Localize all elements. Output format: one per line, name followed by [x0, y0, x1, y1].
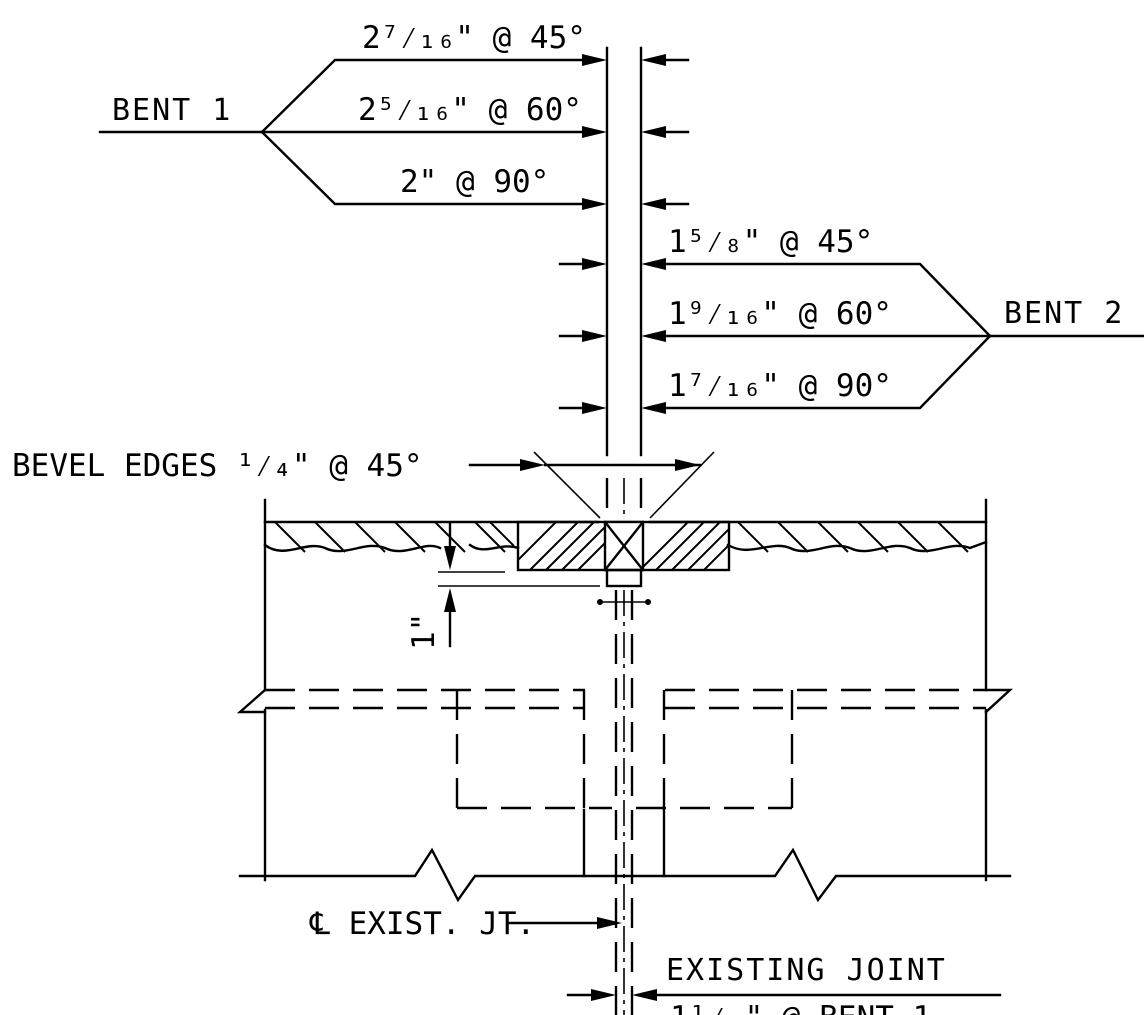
- arrowhead: [582, 54, 607, 66]
- bent1-dim-60: 2⁵⁄₁₆" @ 60°: [358, 92, 582, 128]
- depth-dim-label: 1": [406, 613, 442, 650]
- arrowhead: [582, 198, 607, 210]
- existing-joint-label: EXISTING JOINT: [666, 953, 947, 988]
- arrowhead: [520, 459, 545, 471]
- arrowhead: [582, 402, 607, 414]
- bevel-leaders: [468, 451, 715, 519]
- arrowhead: [641, 402, 666, 414]
- joint-through-slab: [614, 590, 634, 1015]
- arrowhead: [591, 989, 616, 1001]
- bent2-dim-90: 1⁷⁄₁₆" @ 90°: [668, 368, 892, 404]
- deck-surface: [263, 498, 988, 882]
- arrowhead: [641, 330, 666, 342]
- arrowhead: [641, 258, 666, 270]
- bent1-leaders: [98, 54, 690, 210]
- arrowhead: [444, 588, 456, 612]
- arrowhead: [444, 546, 456, 570]
- centerline-leader: [506, 917, 622, 929]
- hidden-beam-outlines: [455, 690, 794, 878]
- arrowhead: [641, 54, 666, 66]
- depth-dimension: [438, 522, 600, 648]
- arrowhead: [641, 198, 666, 210]
- lower-break-line: [238, 847, 1012, 903]
- arrowhead: [582, 258, 607, 270]
- bent2-leaders: [558, 258, 1144, 414]
- arrowhead: [632, 989, 657, 1001]
- bent2-dim-60: 1⁹⁄₁₆" @ 60°: [668, 296, 892, 332]
- arrowhead: [641, 126, 666, 138]
- arrowhead: [582, 330, 607, 342]
- existing-joint-dimension: [566, 989, 1002, 1001]
- bevel-note: BEVEL EDGES ¹⁄₄" @ 45°: [12, 448, 423, 484]
- bent2-dim-45: 1⁵⁄₈" @ 45°: [668, 224, 873, 260]
- bent1-dim-45: 2⁷⁄₁₆" @ 45°: [362, 20, 586, 56]
- arrowhead: [582, 126, 607, 138]
- existing-joint-dim: 1¹⁄₄" @ BENT 1: [670, 1000, 931, 1015]
- bent1-dim-90: 2" @ 90°: [400, 164, 549, 200]
- arrowhead: [597, 917, 622, 929]
- joint-gap-lines: [605, 478, 643, 520]
- bent1-label: BENT 1: [112, 93, 232, 128]
- centerline-note: ℄ EXIST. JT.: [309, 906, 535, 942]
- joint-opening-lines: [605, 46, 643, 457]
- arrowhead: [675, 459, 700, 471]
- upper-break-line: [236, 688, 1014, 714]
- bent2-label: BENT 2: [1004, 296, 1124, 331]
